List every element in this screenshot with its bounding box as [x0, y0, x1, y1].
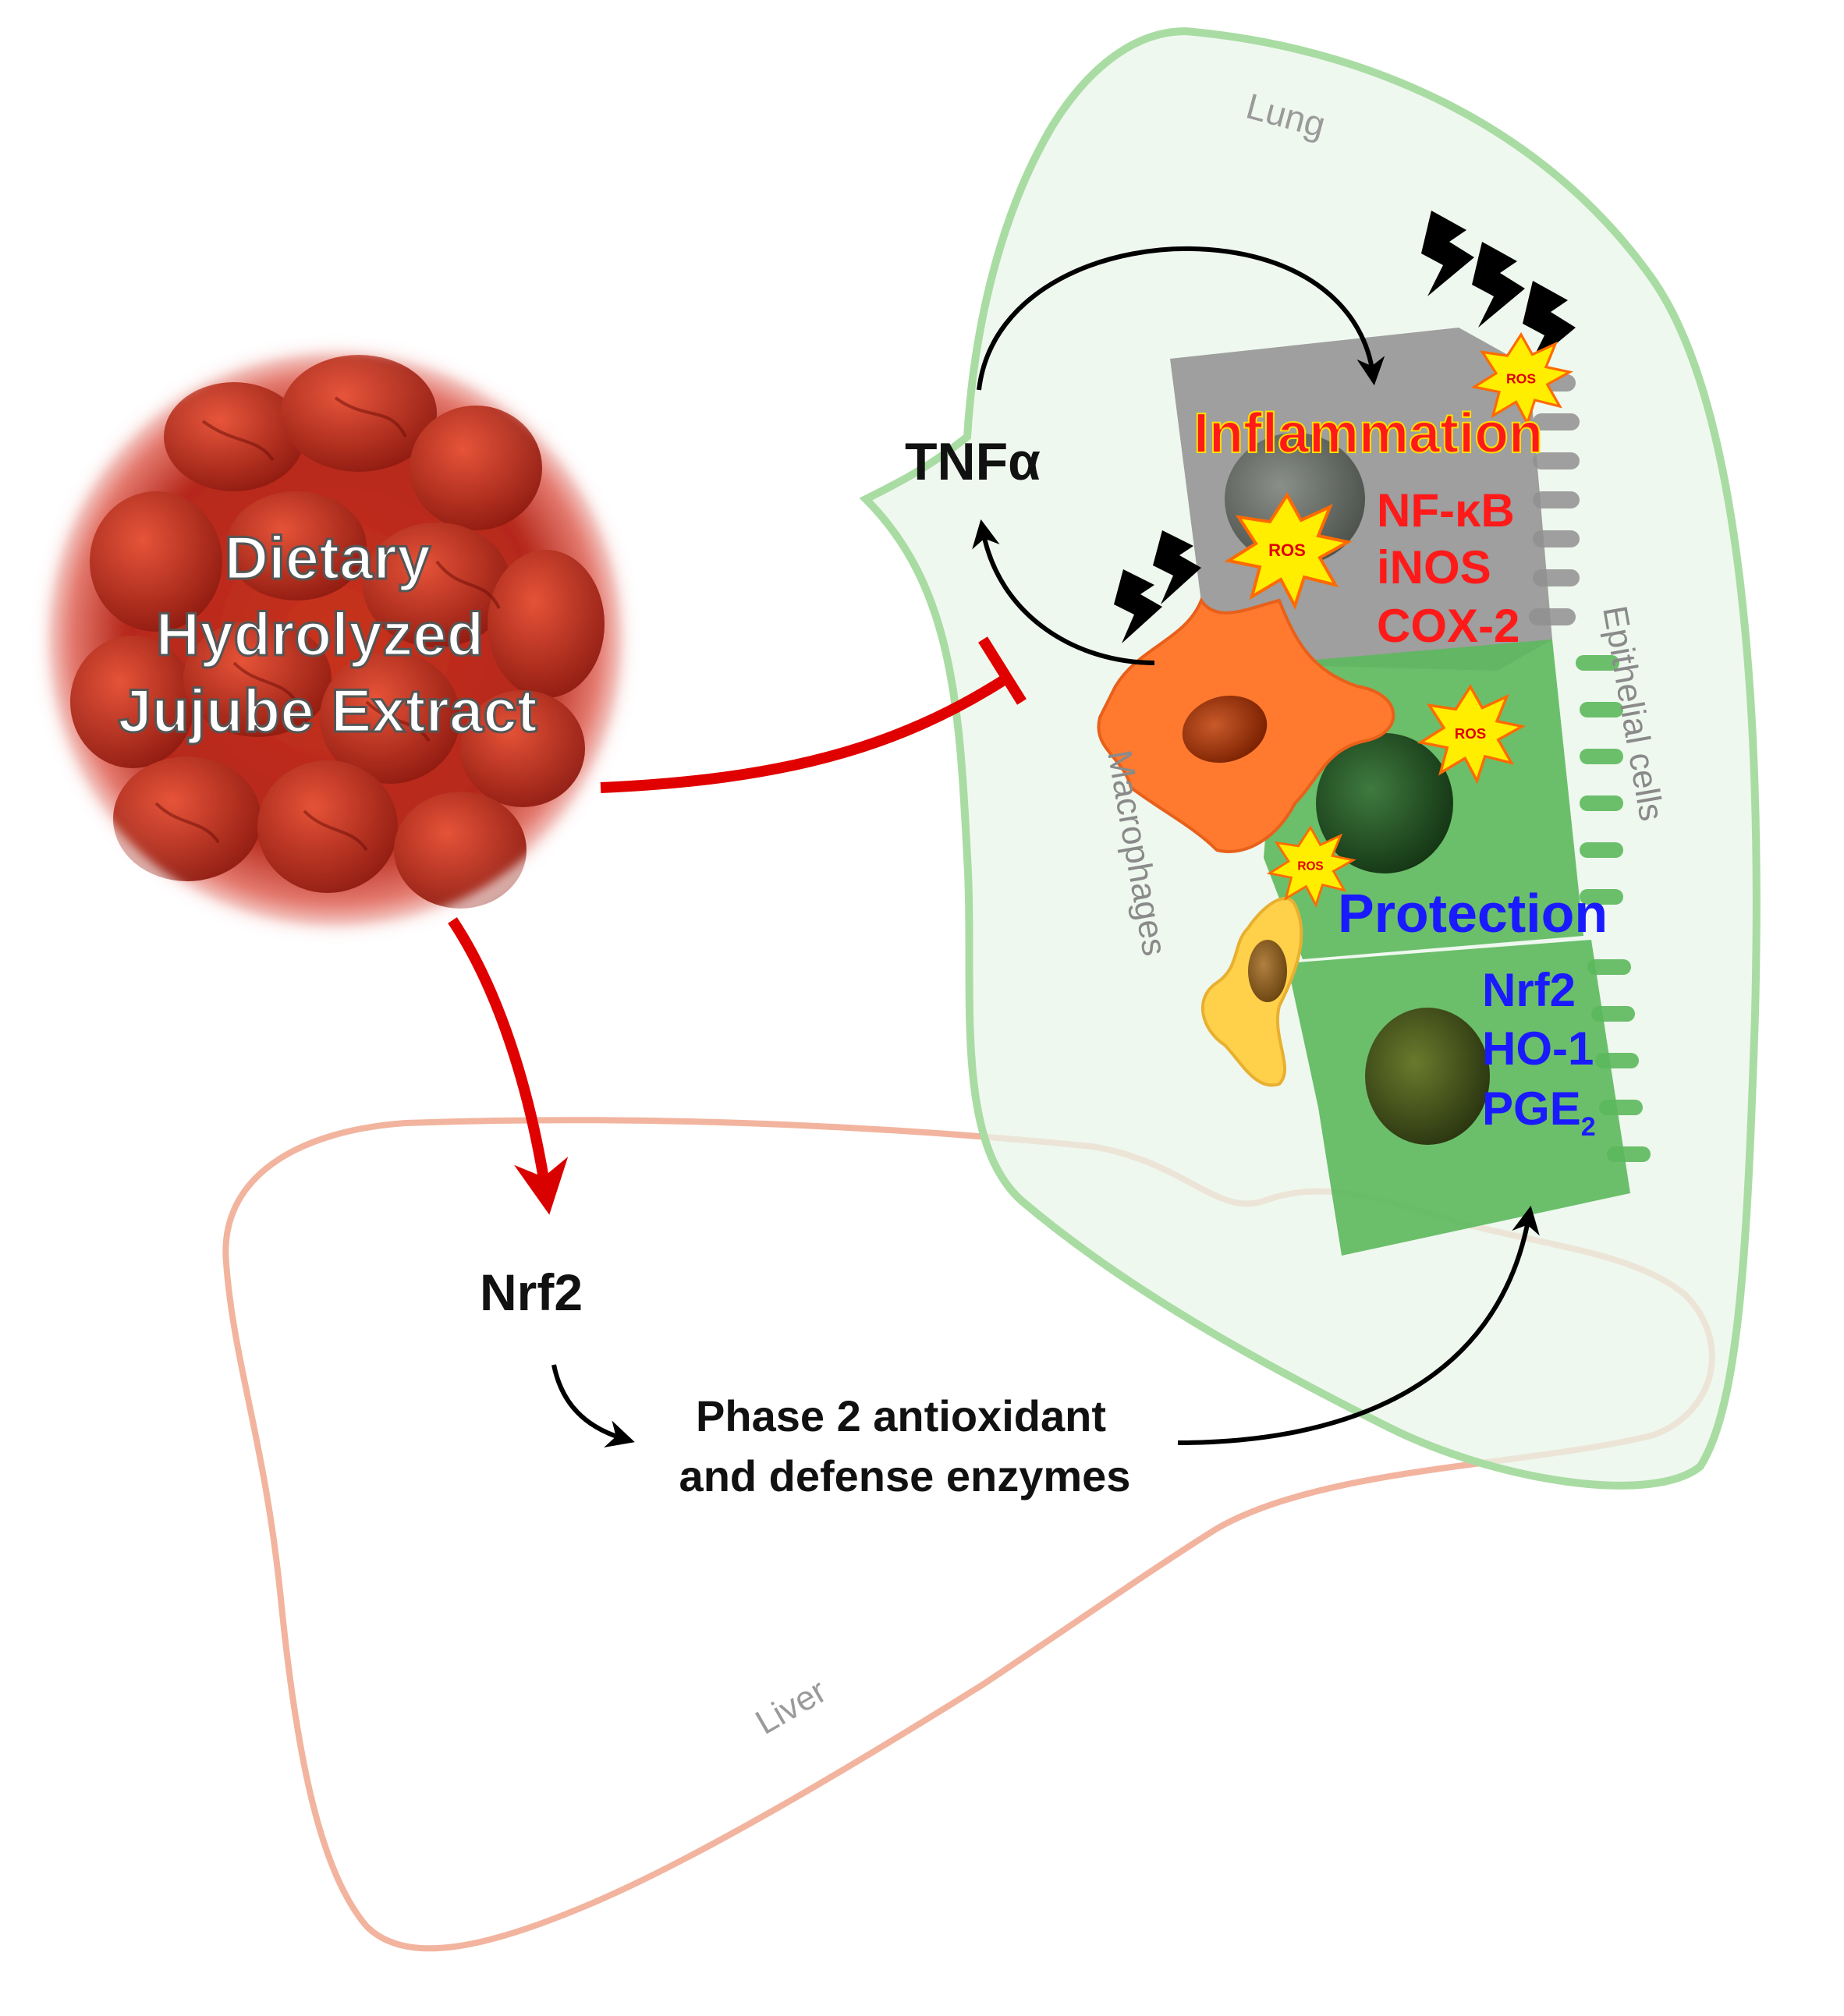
svg-text:ROS: ROS: [1297, 860, 1323, 873]
macrophage-to-tnf-arrow: [972, 519, 1155, 665]
svg-text:ROS: ROS: [1506, 370, 1536, 386]
tnf-to-epithelium-arrow: [977, 246, 1385, 391]
tnf-alpha-label: TNFα: [905, 432, 1041, 491]
lightning-bolt-icon: [1153, 530, 1201, 604]
ros-burst-icon: ROS: [1417, 684, 1527, 785]
inhibition-bar: [978, 636, 1027, 705]
svg-text:ROS: ROS: [1268, 540, 1306, 560]
extract-title-line1: Dietary: [225, 523, 431, 592]
inflammation-title: Inflammation: [1193, 402, 1543, 465]
svg-text:ROS: ROS: [1455, 725, 1487, 742]
olive-nucleus: [1365, 1008, 1490, 1145]
extract-to-nrf2-arrow: [448, 917, 569, 1215]
ros-burst-icon: ROS: [1266, 825, 1356, 908]
stimulus-bolt-icons: [1114, 211, 1576, 643]
protection-marker-pge2: PGE2: [1482, 1082, 1596, 1142]
phase2-line2: and defense enzymes: [679, 1451, 1131, 1500]
enzymes-to-protection-arrow: [1177, 1205, 1540, 1445]
jujube-extract-image: [23, 328, 647, 951]
macrophage-nucleus: [1182, 696, 1268, 763]
resting-macrophage-nucleus: [1248, 940, 1287, 1002]
macrophage-activated: [1097, 597, 1395, 853]
extract-title: Dietary Hydrolyzed Jujube Extract: [117, 523, 539, 746]
epithelial-cell-lower: [1287, 940, 1651, 1256]
green-nucleus: [1316, 733, 1453, 873]
inflammation-marker-cox2: COX-2: [1377, 600, 1520, 652]
protection-marker-nrf2: Nrf2: [1482, 964, 1576, 1016]
nrf2-to-enzymes-arrow: [551, 1364, 635, 1448]
inhibition-arrow: [600, 674, 1009, 793]
ros-bursts: ROS ROS ROS ROS: [1224, 331, 1573, 908]
liver-nrf2-label: Nrf2: [480, 1263, 583, 1321]
macrophage-resting: [1201, 897, 1303, 1087]
lightning-bolt-icon: [1114, 569, 1162, 643]
lightning-bolt-icon: [1472, 242, 1525, 328]
inflammation-marker-nfkb: NF-κB: [1377, 484, 1515, 537]
extract-title-line2: Hydrolyzed: [156, 600, 484, 668]
lightning-bolt-icon: [1523, 281, 1576, 367]
ros-burst-icon: ROS: [1224, 492, 1353, 611]
inflammation-marker-inos: iNOS: [1377, 541, 1491, 593]
ros-burst-icon: ROS: [1470, 331, 1573, 427]
pge-subscript: 2: [1581, 1112, 1596, 1142]
protection-marker-ho1: HO-1: [1482, 1022, 1594, 1075]
protection-title: Protection: [1338, 883, 1608, 944]
liver-label: Liver: [750, 1672, 833, 1742]
phase2-line1: Phase 2 antioxidant: [696, 1391, 1106, 1440]
extract-title-line3: Jujube Extract: [118, 676, 537, 745]
lightning-bolt-icon: [1421, 211, 1474, 296]
